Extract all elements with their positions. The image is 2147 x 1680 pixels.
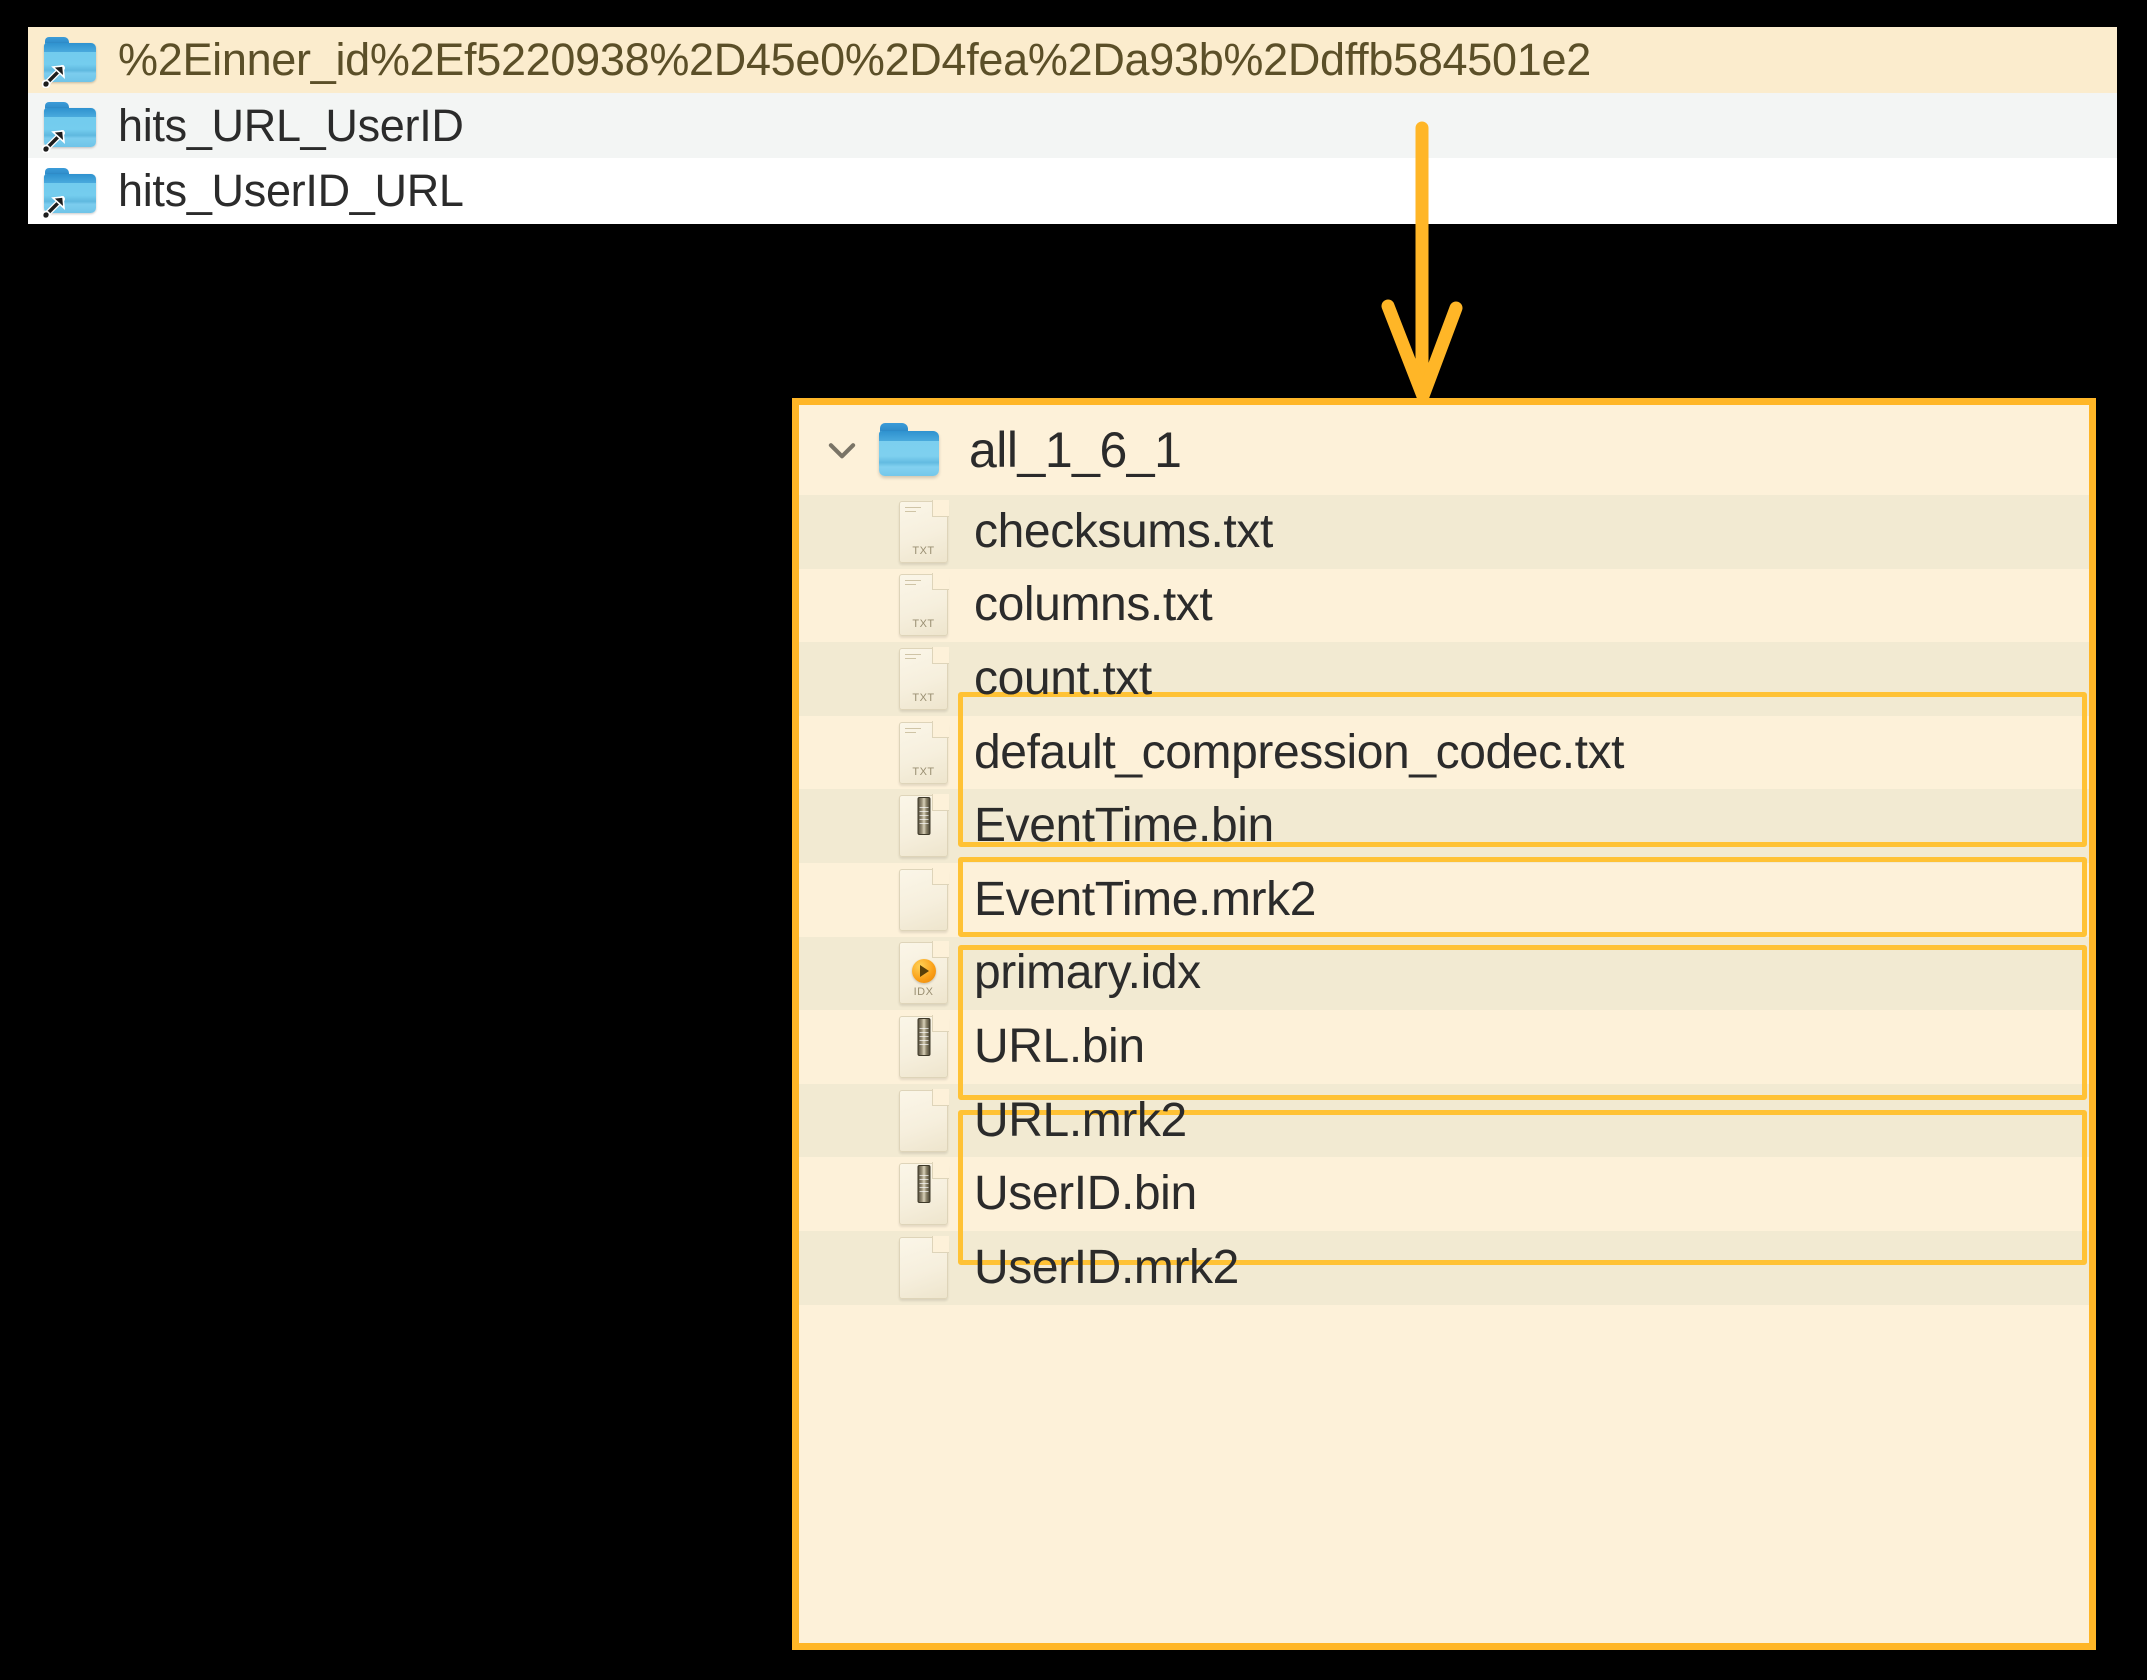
symlink-arrow-badge-icon	[42, 64, 65, 88]
file-icon-ext-label: IDX	[913, 986, 934, 999]
list-item[interactable]: TXT count.txt	[799, 642, 2089, 716]
folder-icon	[879, 423, 941, 477]
file-icon-ext-label: TXT	[912, 765, 935, 778]
file-name-label: columns.txt	[974, 578, 1213, 632]
list-item[interactable]: EventTime.mrk2	[799, 862, 2089, 937]
text-file-icon: TXT	[899, 573, 949, 637]
list-item[interactable]: URL.bin	[799, 1010, 2089, 1084]
file-name-label: primary.idx	[974, 946, 1201, 1000]
list-item-label: hits_URL_UserID	[118, 99, 464, 151]
text-file-icon: TXT	[899, 720, 949, 784]
part-directory-contents: all_1_6_1 TXT checksums.txt TXT columns.…	[792, 398, 2096, 1650]
list-item-label: %2Einner_id%2Ef5220938%2D45e0%2D4fea%2Da…	[118, 34, 1591, 86]
symlink-arrow-badge-icon	[42, 195, 65, 219]
text-file-icon: TXT	[899, 499, 949, 563]
list-item[interactable]: TXT default_compression_codec.txt	[799, 715, 2089, 790]
blank-file-icon	[899, 1088, 949, 1152]
binary-file-icon	[899, 1014, 949, 1078]
text-file-icon: TXT	[899, 646, 949, 710]
list-item[interactable]: hits_UserID_URL	[28, 158, 2117, 224]
symlink-directory-listing: %2Einner_id%2Ef5220938%2D45e0%2D4fea%2Da…	[28, 27, 2117, 224]
file-name-label: UserID.bin	[974, 1167, 1197, 1221]
file-name-label: EventTime.bin	[974, 799, 1274, 853]
file-icon-ext-label: TXT	[912, 618, 935, 631]
chevron-down-icon[interactable]	[823, 431, 861, 469]
file-name-label: URL.mrk2	[974, 1093, 1187, 1147]
directory-name-label: all_1_6_1	[969, 422, 1182, 478]
directory-header-row[interactable]: all_1_6_1	[799, 405, 2089, 495]
file-name-label: URL.bin	[974, 1019, 1145, 1073]
folder-symlink-icon	[42, 101, 98, 154]
list-item[interactable]: EventTime.bin	[799, 789, 2089, 863]
blank-file-icon	[899, 1235, 949, 1299]
down-arrow-connector	[1381, 121, 1463, 403]
list-item[interactable]: IDX primary.idx	[799, 936, 2089, 1011]
file-icon-ext-label: TXT	[912, 691, 935, 704]
binary-file-icon	[899, 794, 949, 858]
list-item-label: hits_UserID_URL	[118, 165, 464, 217]
file-name-label: UserID.mrk2	[974, 1240, 1239, 1294]
list-item[interactable]: UserID.mrk2	[799, 1230, 2089, 1305]
list-item[interactable]: TXT checksums.txt	[799, 495, 2089, 569]
list-item[interactable]: %2Einner_id%2Ef5220938%2D45e0%2D4fea%2Da…	[28, 27, 2117, 93]
file-name-label: checksums.txt	[974, 504, 1273, 558]
index-file-icon: IDX	[899, 941, 949, 1005]
symlink-arrow-badge-icon	[42, 130, 65, 154]
list-item[interactable]: URL.mrk2	[799, 1083, 2089, 1158]
file-name-label: count.txt	[974, 651, 1152, 705]
file-icon-ext-label: TXT	[912, 544, 935, 557]
folder-symlink-icon	[42, 36, 98, 88]
file-name-label: EventTime.mrk2	[974, 872, 1317, 926]
list-item[interactable]: UserID.bin	[799, 1157, 2089, 1231]
list-item[interactable]: hits_URL_UserID	[28, 92, 2117, 159]
list-item[interactable]: TXT columns.txt	[799, 568, 2089, 643]
folder-symlink-icon	[42, 167, 98, 219]
file-name-label: default_compression_codec.txt	[974, 725, 1625, 779]
blank-file-icon	[899, 867, 949, 931]
binary-file-icon	[899, 1162, 949, 1226]
